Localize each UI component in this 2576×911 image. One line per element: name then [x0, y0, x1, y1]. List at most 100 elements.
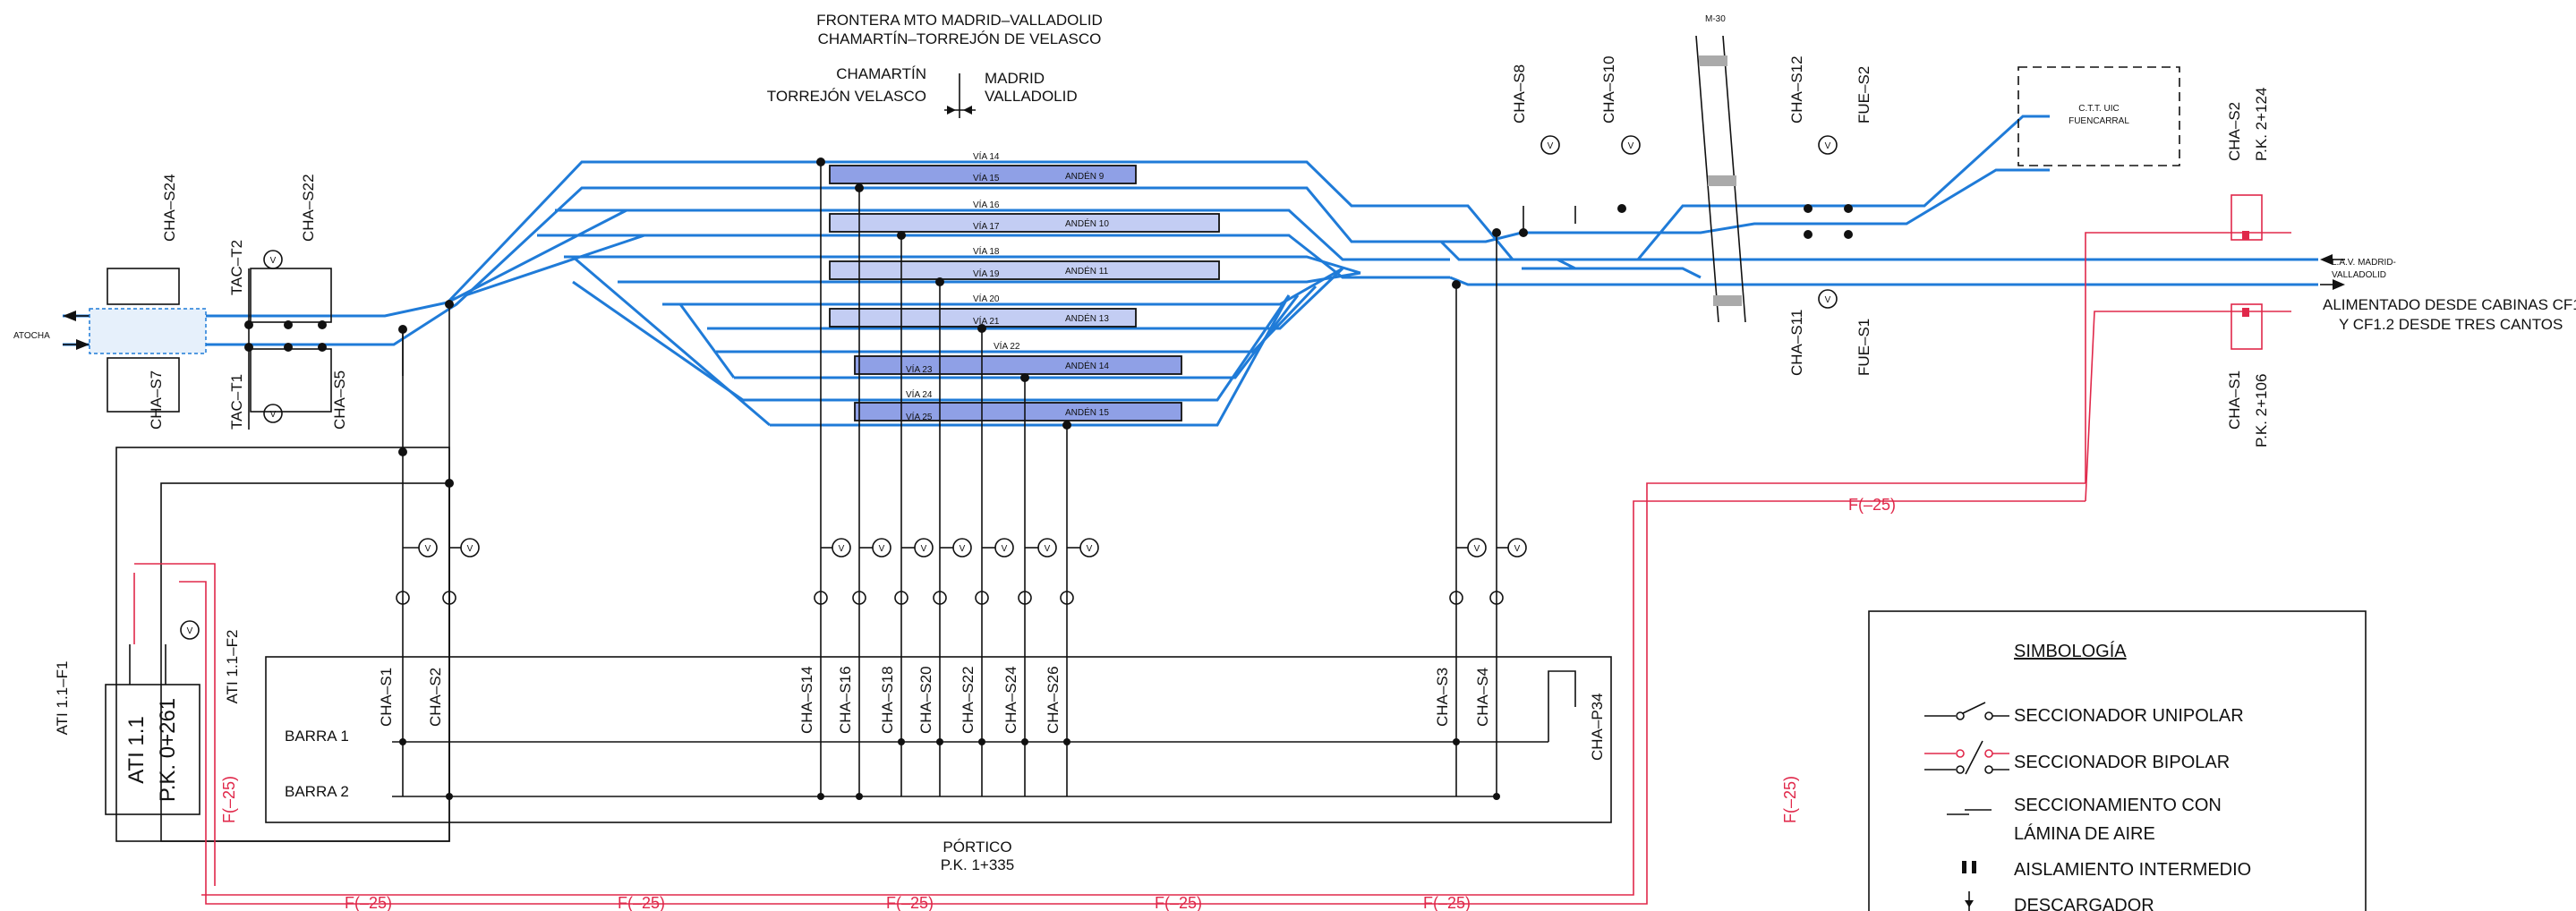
header-left-bottom: TORREJÓN VELASCO — [767, 88, 926, 105]
feed-label-2: Y CF1.2 DESDE TRES CANTOS — [2339, 316, 2563, 333]
header-line2: CHAMARTÍN–TORREJÓN DE VELASCO — [818, 30, 1102, 47]
legend — [1868, 610, 2367, 911]
legend-item-bipolar: SECCIONADOR BIPOLAR — [2014, 753, 2230, 772]
svg-text:V: V — [425, 544, 431, 554]
legend-item-airgap-2: LÁMINA DE AIRE — [2014, 823, 2155, 844]
label-t1: TAC–T1 — [228, 374, 245, 430]
svg-text:V: V — [1045, 544, 1051, 554]
svg-text:CHA–S2: CHA–S2 — [427, 668, 444, 727]
label-fr-s1: CHA–S1 — [2226, 370, 2243, 430]
label-s24: CHA–S24 — [161, 174, 178, 242]
track-label-19: VÍA 19 — [973, 268, 1000, 279]
svg-text:V: V — [1002, 544, 1008, 554]
svg-text:F(–25): F(–25) — [1781, 776, 1799, 823]
label-m30: M-30 — [1705, 14, 1726, 24]
svg-text:V: V — [1548, 141, 1554, 151]
header-right-bottom: VALLADOLID — [985, 88, 1078, 105]
ati-box — [105, 644, 200, 815]
feeder-labels: F(–25) F(–25) F(–25) F(–25) F(–25) F(–25… — [220, 496, 1896, 911]
svg-text:CHA–S1: CHA–S1 — [378, 668, 395, 727]
legend-item-arrester: DESCARGADOR — [2014, 896, 2154, 911]
svg-text:F(–25): F(–25) — [1423, 894, 1471, 911]
label-t2: TAC–T2 — [228, 240, 245, 295]
lav-label-2: VALLADOLID — [2332, 270, 2386, 280]
track-label-14: VÍA 14 — [973, 150, 1000, 162]
label-fues1: FUE–S1 — [1855, 319, 1872, 376]
portico-pk: P.K. 1+335 — [941, 856, 1014, 873]
platforms — [829, 165, 1220, 421]
track-label-15: VÍA 15 — [973, 172, 1000, 183]
platform-9 — [829, 165, 1137, 184]
legend-item-unipolar: SECCIONADOR UNIPOLAR — [2014, 706, 2244, 726]
platform-label-15: ANDÉN 15 — [1065, 406, 1109, 418]
ctt-label-2: FUENCARRAL — [2068, 116, 2129, 126]
svg-text:V: V — [1087, 544, 1093, 554]
svg-text:V: V — [960, 544, 966, 554]
ctt-box — [2017, 66, 2180, 166]
track-label-16: VÍA 16 — [973, 199, 1000, 210]
svg-text:CHA–S16: CHA–S16 — [837, 666, 854, 734]
track-label-22: VÍA 22 — [994, 340, 1020, 352]
bus-switch-labels: CHA–S1 CHA–S2 CHA–S14 CHA–S16 CHA–S18 CH… — [378, 666, 1606, 761]
track-label-25: VÍA 25 — [906, 411, 933, 422]
platform-label-9: ANDÉN 9 — [1065, 170, 1105, 182]
svg-text:V: V — [187, 626, 193, 636]
track-label-23: VÍA 23 — [906, 363, 933, 375]
ctt-label-1: C.T.T. UIC — [2078, 104, 2120, 114]
barra2-label: BARRA 2 — [285, 783, 349, 800]
label-s8: CHA–S8 — [1511, 64, 1528, 123]
legend-title: SIMBOLOGÍA — [2014, 641, 2127, 661]
direction-arrows — [63, 254, 2345, 350]
svg-text:V: V — [879, 544, 885, 554]
feeder-lines — [133, 232, 2291, 905]
ati-f1: ATI 1.1–F1 — [54, 661, 71, 736]
svg-text:CHA–S24: CHA–S24 — [1002, 666, 1019, 734]
label-s5: CHA–S5 — [331, 370, 348, 430]
svg-text:V: V — [921, 544, 927, 554]
svg-text:CHA–P34: CHA–P34 — [1589, 693, 1606, 761]
platform-label-13: ANDÉN 13 — [1065, 312, 1109, 324]
header-left-top: CHAMARTÍN — [836, 65, 926, 82]
svg-text:V: V — [467, 544, 473, 554]
label-fr-s2: CHA–S2 — [2226, 102, 2243, 161]
ati-pk: P.K. 0+261 — [156, 698, 180, 802]
label-s10: CHA–S10 — [1600, 55, 1617, 123]
platform-11 — [829, 260, 1220, 280]
svg-text:CHA–S22: CHA–S22 — [960, 666, 977, 734]
svg-text:V: V — [1514, 544, 1521, 554]
portico-label: PÓRTICO — [943, 839, 1011, 856]
svg-text:CHA–S18: CHA–S18 — [879, 666, 896, 734]
label-fues2: FUE–S2 — [1855, 66, 1872, 123]
busbar-box — [265, 656, 1612, 823]
platform-15 — [854, 402, 1182, 421]
header-line1: FRONTERA MTO MADRID–VALLADOLID — [816, 12, 1103, 29]
junction-dots — [244, 158, 1853, 488]
feed-label-1: ALIMENTADO DESDE CABINAS CF1.1 — [2323, 296, 2576, 313]
platform-10 — [829, 213, 1220, 233]
track-label-18: VÍA 18 — [973, 245, 1000, 257]
svg-text:CHA–S4: CHA–S4 — [1474, 668, 1491, 727]
track-label-24: VÍA 24 — [906, 388, 933, 400]
svg-text:V: V — [270, 410, 277, 420]
track-label-21: VÍA 21 — [973, 315, 1000, 327]
label-s12: CHA–S12 — [1788, 55, 1805, 123]
svg-text:V: V — [1474, 544, 1480, 554]
atocha-label: ATOCHA — [13, 331, 50, 341]
label-s11: CHA–S11 — [1788, 310, 1805, 376]
bus-dots — [399, 738, 1500, 800]
svg-text:V: V — [1628, 141, 1634, 151]
border-marker — [944, 73, 976, 118]
svg-text:CHA–S26: CHA–S26 — [1045, 666, 1062, 734]
svg-text:F(–25): F(–25) — [1155, 894, 1202, 911]
header-right-top: MADRID — [985, 70, 1045, 87]
platform-14 — [854, 355, 1182, 375]
label-s22: CHA–S22 — [300, 174, 317, 242]
track-label-20: VÍA 20 — [973, 293, 1000, 304]
svg-text:CHA–S14: CHA–S14 — [798, 666, 815, 734]
barra1-label: BARRA 1 — [285, 728, 349, 745]
legend-item-airgap-1: SECCIONAMIENTO CON — [2014, 796, 2222, 815]
ati-name: ATI 1.1 — [124, 716, 149, 784]
svg-text:V: V — [1825, 295, 1831, 305]
svg-text:F(–25): F(–25) — [618, 894, 665, 911]
